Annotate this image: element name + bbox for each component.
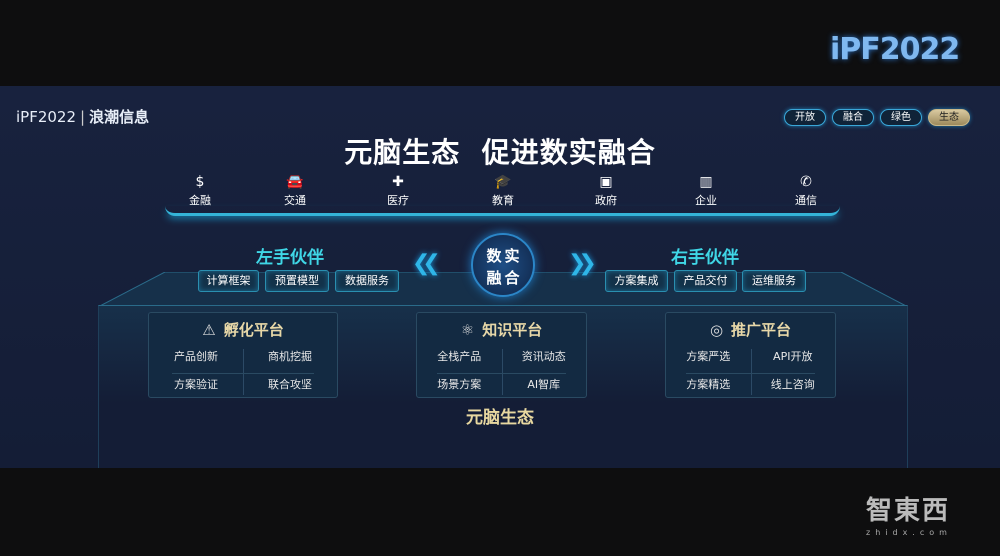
industry-label: 企业 [695, 194, 717, 207]
card-item: AI智库 [527, 378, 561, 391]
card-item: API开放 [773, 350, 813, 363]
industry-bar [165, 206, 840, 216]
chevron-right-icon: ❯❯ [568, 251, 597, 276]
card-item: 资讯动态 [521, 350, 566, 363]
digital-real-fusion-badge: 数实融合 [471, 233, 535, 297]
watermark-url: zhidx.com [866, 528, 952, 537]
triangle-icon: ⚠ [202, 321, 216, 339]
partner-item: 产品交付 [674, 270, 737, 292]
card-item: 场景方案 [437, 378, 482, 391]
right-partners-title: 右手伙伴 [671, 248, 739, 268]
promotion-platform-card: ◎ 推广平台 方案严选 API开放 方案精选 线上咨询 [665, 312, 836, 398]
car-icon: 🚘 [286, 174, 304, 190]
card-item: 方案精选 [686, 378, 731, 391]
partner-item: 计算框架 [198, 270, 259, 292]
slide-title: 元脑生态 促进数实融合 [344, 136, 656, 169]
industry-label: 交通 [284, 194, 306, 207]
tag-fusion[interactable]: 融合 [832, 109, 874, 126]
card-item: 全栈产品 [437, 350, 482, 363]
handshake-icon: ◎ [709, 321, 724, 339]
card-item: 产品创新 [174, 350, 218, 363]
incubation-platform-card: ⚠ 孵化平台 产品创新 商机挖掘 方案验证 联合攻坚 [148, 312, 338, 398]
dollar-cycle-icon: $ [195, 174, 205, 190]
industry-education: 🎓 教育 [473, 174, 533, 208]
card-title: 推广平台 [731, 321, 792, 339]
industry-medical: ✚ 医疗 [368, 174, 428, 208]
industry-label: 金融 [189, 194, 211, 207]
card-item: 方案验证 [174, 378, 218, 391]
ecosystem-label: 元脑生态 [466, 408, 534, 428]
left-partners-title: 左手伙伴 [256, 248, 324, 268]
phone-signal-icon: ✆ [800, 174, 812, 190]
industry-label: 教育 [492, 194, 514, 207]
industry-label: 通信 [795, 194, 817, 207]
partner-item: 运维服务 [742, 270, 806, 292]
card-title: 知识平台 [482, 321, 543, 339]
industry-finance: $ 金融 [170, 174, 230, 208]
card-item: 方案严选 [686, 350, 731, 363]
partner-item: 数据服务 [335, 270, 399, 292]
event-logo-text: iPF2022 [16, 108, 77, 126]
slide-header-logo: iPF2022|浪潮信息 [16, 108, 150, 126]
company-name: 浪潮信息 [89, 108, 150, 126]
slide: iPF2022|浪潮信息 开放 融合 绿色 生态 元脑生态 促进数实融合 $ 金融… [0, 86, 1000, 468]
badge-char: 数 [486, 247, 502, 265]
industry-enterprise: ▥ 企业 [676, 174, 736, 208]
tag-open[interactable]: 开放 [784, 109, 826, 126]
industry-government: ▣ 政府 [576, 174, 636, 208]
atom-icon: ⚛ [460, 321, 475, 339]
tag-green[interactable]: 绿色 [880, 109, 922, 126]
card-item: 线上咨询 [770, 378, 815, 391]
tag-group: 开放 融合 绿色 生态 [784, 109, 970, 126]
watermark-logo: 智東西 [866, 496, 951, 526]
partner-item: 预置模型 [265, 270, 329, 292]
chevron-left-icon: ❮❮ [412, 251, 441, 276]
card-item: 联合攻坚 [268, 378, 312, 391]
industry-telecom: ✆ 通信 [776, 174, 836, 208]
partner-item: 方案集成 [605, 270, 668, 292]
medical-kit-icon: ✚ [392, 174, 404, 190]
industry-label: 政府 [595, 194, 617, 207]
card-title: 孵化平台 [223, 321, 284, 339]
graduation-cap-icon: 🎓 [494, 174, 512, 190]
knowledge-platform-card: ⚛ 知识平台 全栈产品 资讯动态 场景方案 AI智库 [416, 312, 587, 398]
industry-label: 医疗 [387, 194, 409, 207]
card-item: 商机挖掘 [268, 350, 312, 363]
badge-char: 合 [504, 269, 520, 287]
building-icon: ▥ [699, 174, 713, 190]
badge-char: 实 [504, 247, 520, 265]
government-icon: ▣ [599, 174, 613, 190]
tag-ecosystem[interactable]: 生态 [928, 109, 970, 126]
ipf2022-logo: iPF2022 [830, 32, 960, 67]
industry-transport: 🚘 交通 [265, 174, 325, 208]
badge-char: 融 [486, 269, 502, 287]
